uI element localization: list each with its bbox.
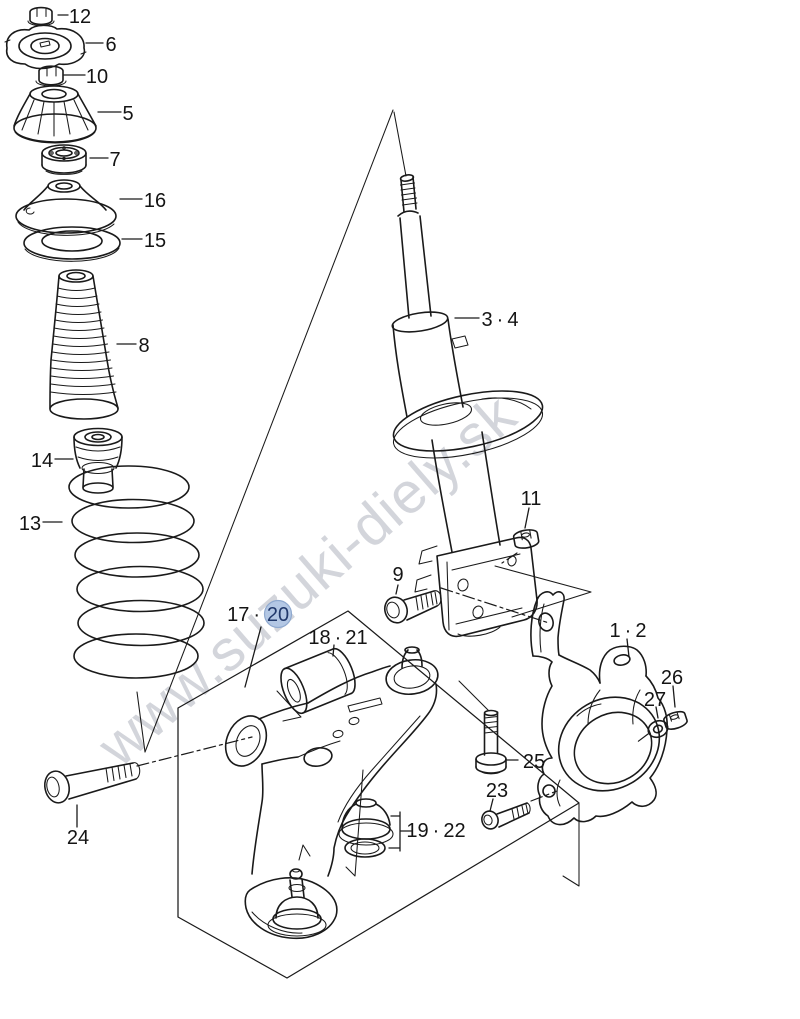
part-label-17-20[interactable]: 17 · 20	[227, 599, 293, 629]
part-label-14: 14	[31, 450, 53, 472]
part-label-7: 7	[109, 149, 120, 171]
part-label-6: 6	[105, 34, 116, 56]
highlight-circle-20[interactable]	[263, 599, 293, 629]
washer-27-drawing	[647, 719, 669, 739]
part-label-8: 8	[138, 335, 149, 357]
nut-12-drawing	[27, 6, 55, 27]
bumpstop-14-drawing	[73, 427, 123, 494]
strut-3-4-drawing	[391, 174, 544, 638]
bearing-7-drawing	[41, 144, 87, 175]
part-label-5: 5	[122, 103, 133, 125]
bolt-9-drawing	[383, 590, 442, 624]
part-label-18-21: 18 · 21	[308, 627, 367, 649]
balljoint-boot-19-22-drawing	[338, 798, 412, 858]
part-label-3-4: 3 · 4	[482, 309, 519, 331]
watermark-text: www.suzuki-diely.sk	[85, 382, 529, 780]
mount-6-drawing	[4, 24, 87, 70]
nut-10-drawing	[35, 65, 67, 87]
part-label-24: 24	[67, 827, 89, 849]
assembly-box	[177, 610, 580, 979]
part-label-19-22: 19 · 22	[406, 820, 465, 842]
part-label-17-prefix: 17 ·	[227, 604, 264, 626]
part-label-10: 10	[86, 66, 108, 88]
part-label-25: 25	[523, 751, 545, 773]
part-label-9: 9	[392, 564, 403, 586]
part-label-15: 15	[144, 230, 166, 252]
bolt-24-drawing	[43, 762, 141, 804]
part-label-26: 26	[661, 667, 683, 689]
part-label-1-2: 1 · 2	[610, 620, 647, 642]
support-5-drawing	[13, 85, 97, 144]
part-label-20-highlighted[interactable]: 20	[267, 604, 289, 626]
part-label-11: 11	[521, 488, 542, 510]
boot-8-drawing	[49, 269, 119, 420]
ring-15-drawing	[23, 226, 121, 262]
part-label-13: 13	[19, 513, 41, 535]
nut-26-drawing	[663, 710, 688, 730]
bolt-23-drawing	[481, 802, 531, 830]
part-label-16: 16	[144, 190, 166, 212]
part-labels: 12 6 10 5 7 16 15 8 14 13 3 · 4 11 9 1 ·…	[19, 6, 683, 849]
part-label-23: 23	[486, 780, 508, 802]
bolt-25-drawing	[475, 709, 507, 775]
pointer-lines	[136, 109, 592, 887]
arm-17-20-drawing	[224, 646, 439, 940]
nut-11-drawing	[512, 529, 540, 549]
part-label-12: 12	[69, 6, 91, 28]
spring-13-drawing	[68, 465, 205, 679]
watermark-label: www.suzuki-diely.sk	[85, 382, 529, 780]
bushing-18-21-drawing	[280, 647, 356, 715]
leader-lines	[42, 14, 676, 828]
knuckle-1-2-drawing	[530, 591, 668, 826]
seat-16-drawing	[15, 179, 117, 236]
part-label-27: 27	[644, 689, 666, 711]
